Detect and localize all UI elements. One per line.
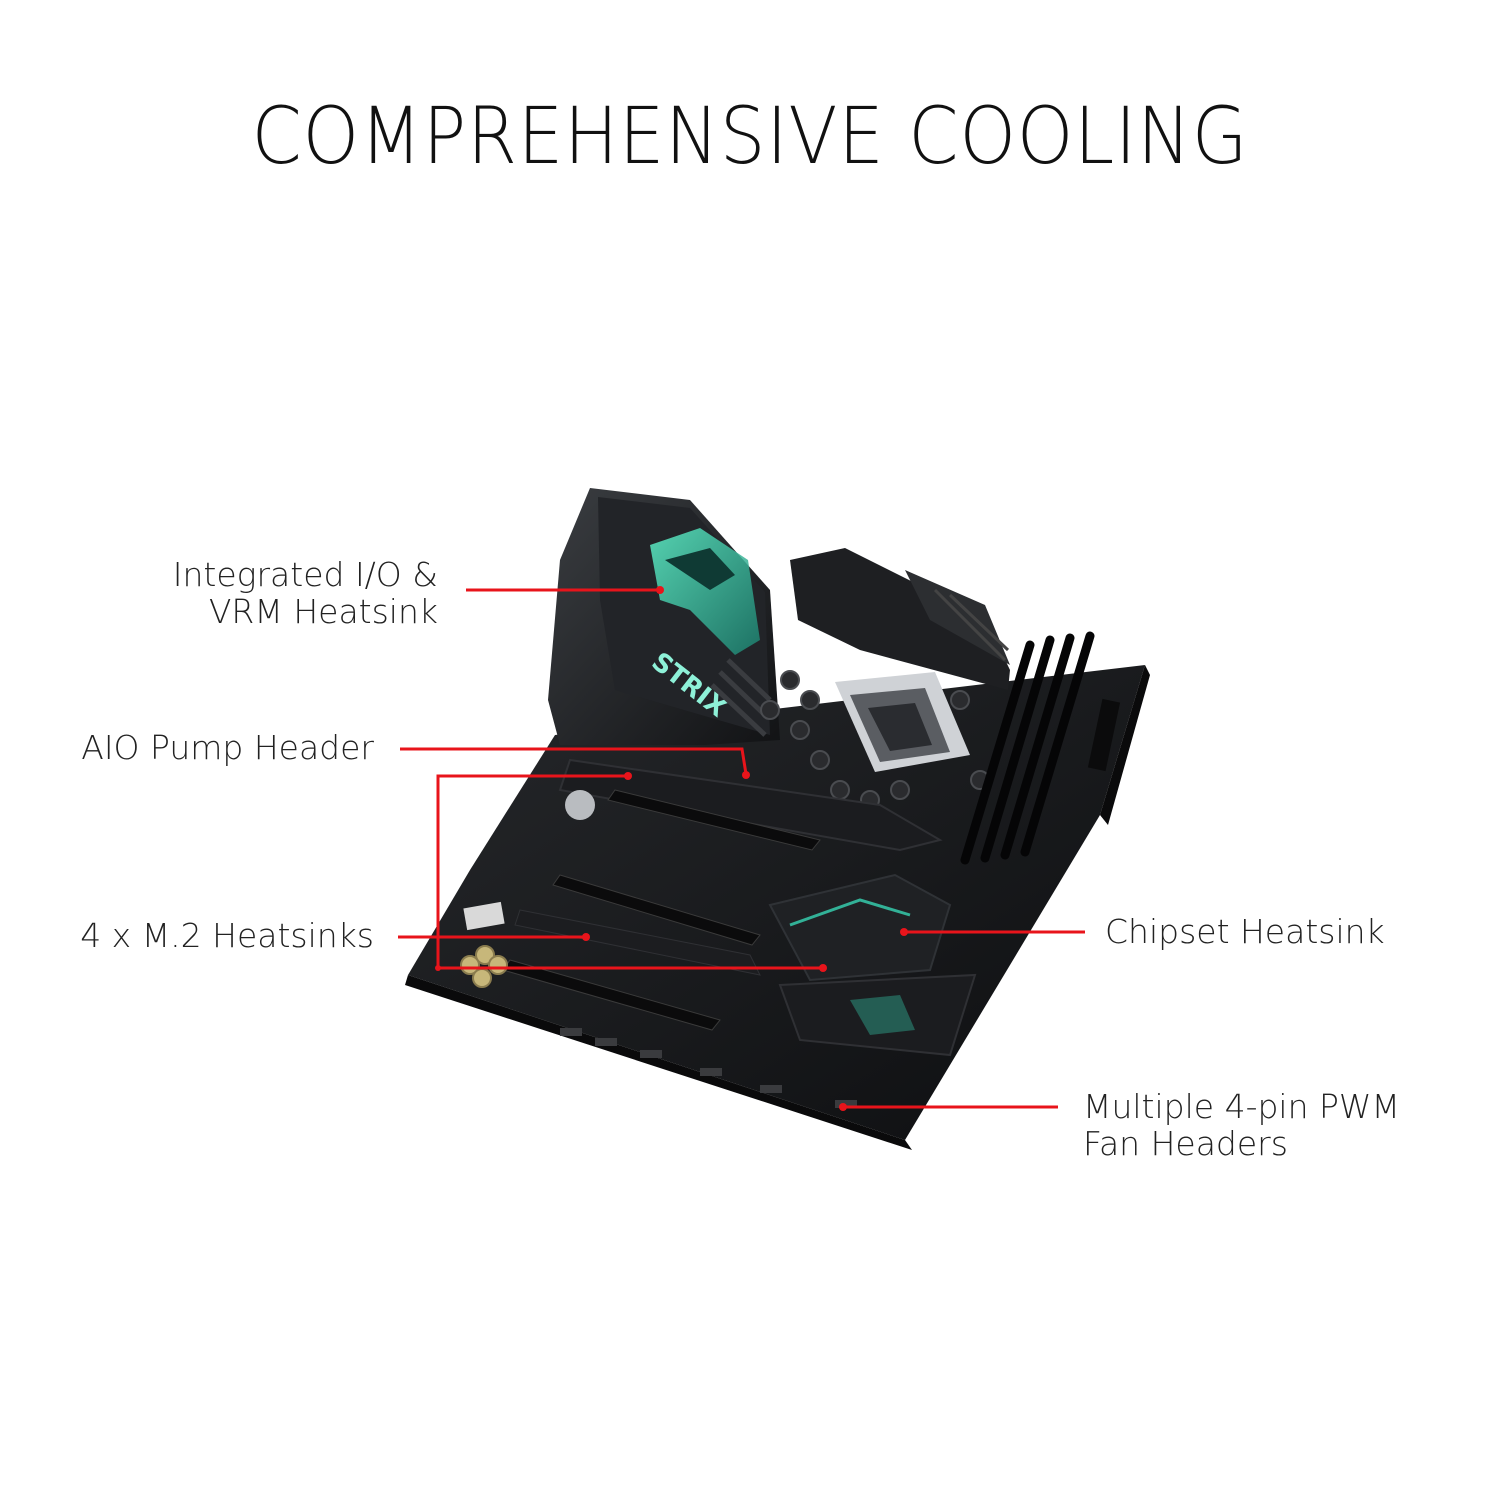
- page-title: COMPREHENSIVE COOLING: [251, 92, 1249, 182]
- vrm-top-fin: [905, 570, 1010, 665]
- callout-aio-pump-header: AIO Pump Header: [60, 729, 374, 766]
- callout-fan-headers-line2: Fan Headers: [1083, 1124, 1288, 1163]
- leader-lines: [398, 588, 1085, 1109]
- leader-m2-bracket: [436, 774, 823, 970]
- dimm-slots: [960, 631, 1095, 865]
- callout-aio-pump-line1: AIO Pump Header: [81, 728, 374, 767]
- m2-teal-accent: [850, 995, 915, 1035]
- m2-heatsink-mid: [514, 909, 761, 976]
- leader-aio-pump: [400, 747, 748, 775]
- leader-end-dots: [435, 586, 908, 1111]
- callout-m2-heatsinks: 4 x M.2 Heatsinks: [60, 917, 374, 954]
- pcb-bottom-edge: [405, 975, 912, 1150]
- cpu-socket: [835, 672, 970, 772]
- m2-heatsink-bottom: [778, 973, 977, 1057]
- vrm-chokes: [760, 670, 990, 810]
- vrm-top-heatsink: [790, 548, 1010, 690]
- callout-fan-headers: Multiple 4-pin PWM Fan Headers: [1083, 1088, 1413, 1162]
- cmos-battery: [565, 790, 595, 820]
- m2-slot-label: [463, 901, 505, 931]
- callout-m2-line1: 4 x M.2 Heatsinks: [80, 916, 374, 955]
- callout-fan-headers-line1: Multiple 4-pin PWM: [1083, 1087, 1400, 1126]
- callout-chipset-line1: Chipset Heatsink: [1105, 912, 1385, 951]
- callout-io-vrm-heatsink: Integrated I/O & VRM Heatsink: [150, 556, 438, 630]
- callout-io-vrm-line2: VRM Heatsink: [208, 592, 438, 631]
- pcb-right-edge: [1100, 665, 1150, 825]
- m2-heatsink-top: [558, 758, 943, 852]
- callout-chipset-heatsink: Chipset Heatsink: [1105, 913, 1405, 950]
- fan-headers-strip: [560, 1028, 857, 1108]
- pcie-slot-2: [552, 874, 761, 946]
- pcie-slot-1: [607, 789, 821, 851]
- atx-power-connector: [1087, 698, 1121, 772]
- callout-io-vrm-line1: Integrated I/O &: [172, 555, 438, 594]
